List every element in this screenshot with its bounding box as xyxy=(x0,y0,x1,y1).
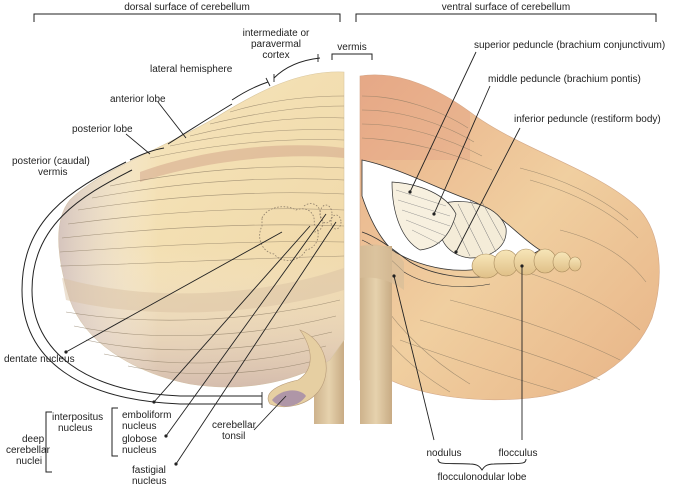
label-emboliform-1: emboliform xyxy=(122,410,171,421)
label-posterior-vermis-2: vermis xyxy=(38,167,67,178)
label-flocculus: flocculus xyxy=(499,448,538,459)
cerebellar-tonsil-shape xyxy=(267,329,327,407)
label-intermediate-1: intermediate or xyxy=(243,28,310,39)
flocculonodular-bracket xyxy=(437,458,527,471)
label-globose-2: nucleus xyxy=(122,445,156,456)
label-flocculonodular-lobe: flocculonodular lobe xyxy=(438,472,527,483)
label-intermediate-3: cortex xyxy=(262,50,289,61)
flocculus-shape xyxy=(471,248,582,279)
label-superior-peduncle: superior peduncle (brachium conjunctivum… xyxy=(474,40,665,51)
ventral-folia xyxy=(361,95,647,393)
label-vermis: vermis xyxy=(337,42,366,53)
ventral-cerebellum xyxy=(359,74,660,424)
vermis-bracket xyxy=(331,53,373,60)
label-deep-1: deep xyxy=(22,434,45,445)
dorsal-cerebellum xyxy=(58,71,345,424)
label-tonsil-1: cerebellar xyxy=(212,420,257,431)
label-posterior-vermis-1: posterior (caudal) xyxy=(12,156,90,167)
label-intermediate-2: paravermal xyxy=(251,39,301,50)
label-globose-1: globose xyxy=(122,434,157,445)
header-ventral: ventral surface of cerebellum xyxy=(442,2,570,13)
label-deep-2: cerebellar xyxy=(6,445,51,456)
header-brackets xyxy=(33,13,657,22)
deep-nuclei-bracket xyxy=(45,411,52,473)
label-deep-3: nuclei xyxy=(16,456,42,467)
label-inferior-peduncle: inferior peduncle (restiform body) xyxy=(514,114,661,125)
label-anterior-lobe: anterior lobe xyxy=(110,94,166,105)
label-tonsil-2: tonsil xyxy=(222,431,245,442)
label-dentate-nucleus: dentate nucleus xyxy=(4,354,75,365)
header-dorsal: dorsal surface of cerebellum xyxy=(124,2,250,13)
label-fastigial-1: fastigial xyxy=(132,465,166,476)
label-interpositus-2: nucleus xyxy=(58,423,92,434)
label-middle-peduncle: middle peduncle (brachium pontis) xyxy=(488,74,641,85)
interpositus-bracket xyxy=(111,407,118,457)
label-emboliform-2: nucleus xyxy=(122,421,156,432)
label-lateral-hemisphere: lateral hemisphere xyxy=(150,64,233,75)
label-posterior-lobe: posterior lobe xyxy=(72,124,133,135)
label-fastigial-2: nucleus xyxy=(132,476,166,487)
dorsal-folia xyxy=(59,95,345,374)
label-nodulus: nodulus xyxy=(426,448,461,459)
dentate-nucleus-outline xyxy=(259,206,319,261)
posterior-vermis-outline xyxy=(21,161,262,405)
label-interpositus-1: interpositus xyxy=(52,412,103,423)
